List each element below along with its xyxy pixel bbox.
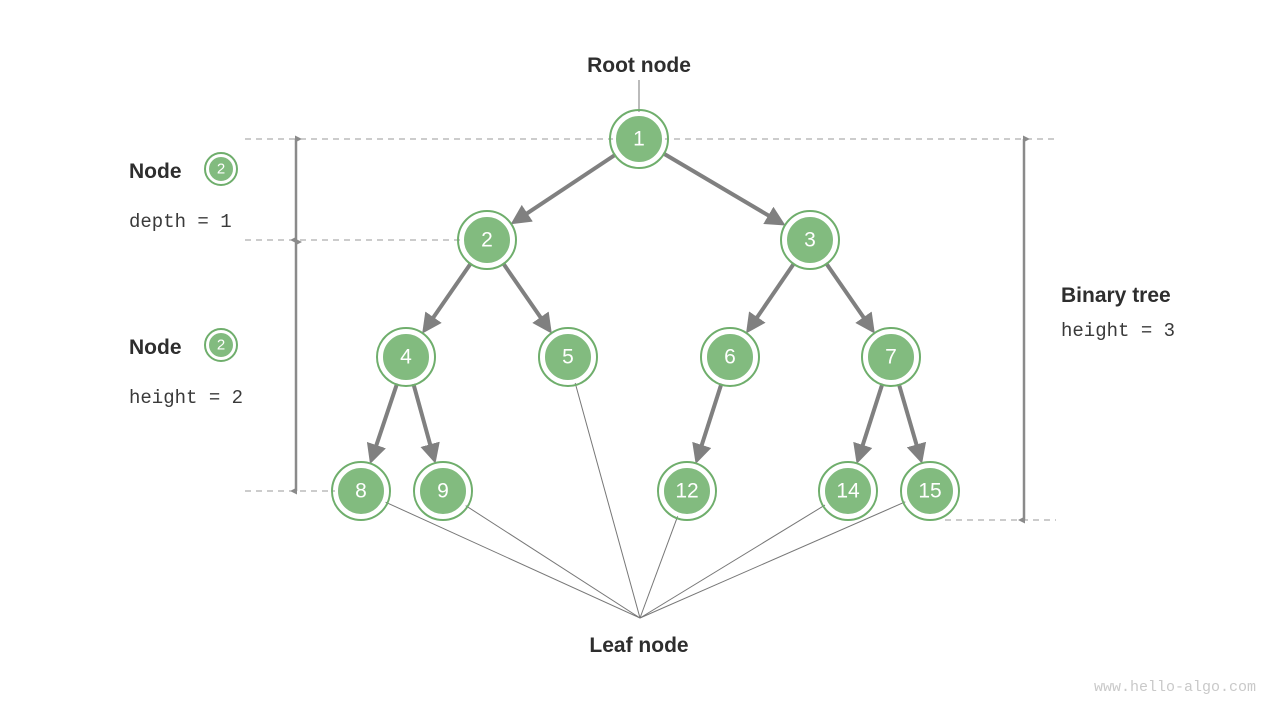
node-value: 3 [804,229,816,252]
tree-node-1[interactable]: 1 [609,109,669,169]
tree-edge-n3-n6 [746,261,796,334]
tree-edge-n4-n8 [366,382,399,465]
callout-node-height: Node 2 height = 2 [129,328,243,409]
leaf-leader-n9 [465,505,641,619]
tree-edge-n1-n3 [662,151,786,226]
tree-edge-n3-n7 [824,261,875,334]
callout-node-depth-title: Node [129,160,182,183]
leader-lines [385,80,906,619]
node-outer-ring [900,461,960,521]
leaf-leader-n14 [639,504,826,619]
tree-node-3[interactable]: 3 [780,210,840,270]
leaf-leader-n5 [574,382,641,619]
node-outer-ring [700,327,760,387]
tree-edge-n1-n2 [510,152,617,225]
tree-node-7[interactable]: 7 [861,327,921,387]
tree-edge-n4-n9 [411,383,440,464]
tree-node-2[interactable]: 2 [457,210,517,270]
callout-node-depth-detail: depth = 1 [129,211,232,233]
callout-node-depth-badge: 2 [204,152,238,186]
node-core [380,331,432,383]
node-outer-ring [818,461,878,521]
node-core [417,465,469,517]
leaf-leader-n15 [639,501,906,619]
tree-edge-n2-n5 [501,261,552,334]
node-core [822,465,874,517]
node-core [335,465,387,517]
node-core [461,214,513,266]
leaf-node-label: Leaf node [589,634,688,657]
tree-node-14[interactable]: 14 [818,461,878,521]
node-core [613,113,665,165]
tree-edge-n2-n4 [422,261,473,334]
node-outer-ring [376,327,436,387]
callout-tree-height-detail: height = 3 [1061,320,1175,342]
node-value: 9 [437,480,449,503]
tree-node-5[interactable]: 5 [538,327,598,387]
measure-arrows [290,135,1030,524]
node-outer-ring [657,461,717,521]
tree-node-6[interactable]: 6 [700,327,760,387]
node-value: 2 [481,229,493,252]
node-value: 6 [724,346,736,369]
leaf-leader-n12 [639,516,679,619]
callout-node-height-badge: 2 [204,328,238,362]
node-outer-ring [331,461,391,521]
callout-node-depth: Node 2 depth = 1 [129,152,238,233]
node-value: 12 [675,480,698,503]
node-value: 7 [885,346,897,369]
node-outer-ring [861,327,921,387]
leaf-leader-n8 [385,501,641,619]
tree-edge-n7-n15 [896,383,927,464]
node-core [865,331,917,383]
tree-node-12[interactable]: 12 [657,461,717,521]
node-value: 1 [633,128,645,151]
node-value: 14 [836,480,860,503]
node-outer-ring [457,210,517,270]
callout-tree-height-title: Binary tree [1061,284,1171,307]
node-outer-ring [538,327,598,387]
callout-node-height-badge-value: 2 [217,337,225,354]
callout-node-height-title: Node [129,336,182,359]
node-value: 5 [562,346,574,369]
root-node-label: Root node [587,54,691,77]
tree-node-4[interactable]: 4 [376,327,436,387]
tree-edge-n7-n14 [853,383,885,464]
node-value: 8 [355,480,367,503]
node-value: 4 [400,346,412,369]
node-core [704,331,756,383]
tree-node-8[interactable]: 8 [331,461,391,521]
node-core [542,331,594,383]
node-outer-ring [609,109,669,169]
node-value: 15 [918,480,941,503]
node-outer-ring [780,210,840,270]
watermark-label: www.hello-algo.com [1094,679,1256,696]
node-core [784,214,836,266]
callout-tree-height: Binary tree height = 3 [1061,284,1175,342]
node-outer-ring [413,461,473,521]
tree-edge-n6-n12 [692,383,724,464]
node-core [904,465,956,517]
tree-node-15[interactable]: 15 [900,461,960,521]
tree-node-9[interactable]: 9 [413,461,473,521]
callout-node-height-detail: height = 2 [129,387,243,409]
callout-node-depth-badge-value: 2 [217,161,225,178]
tree-edges [366,151,927,465]
node-core [661,465,713,517]
